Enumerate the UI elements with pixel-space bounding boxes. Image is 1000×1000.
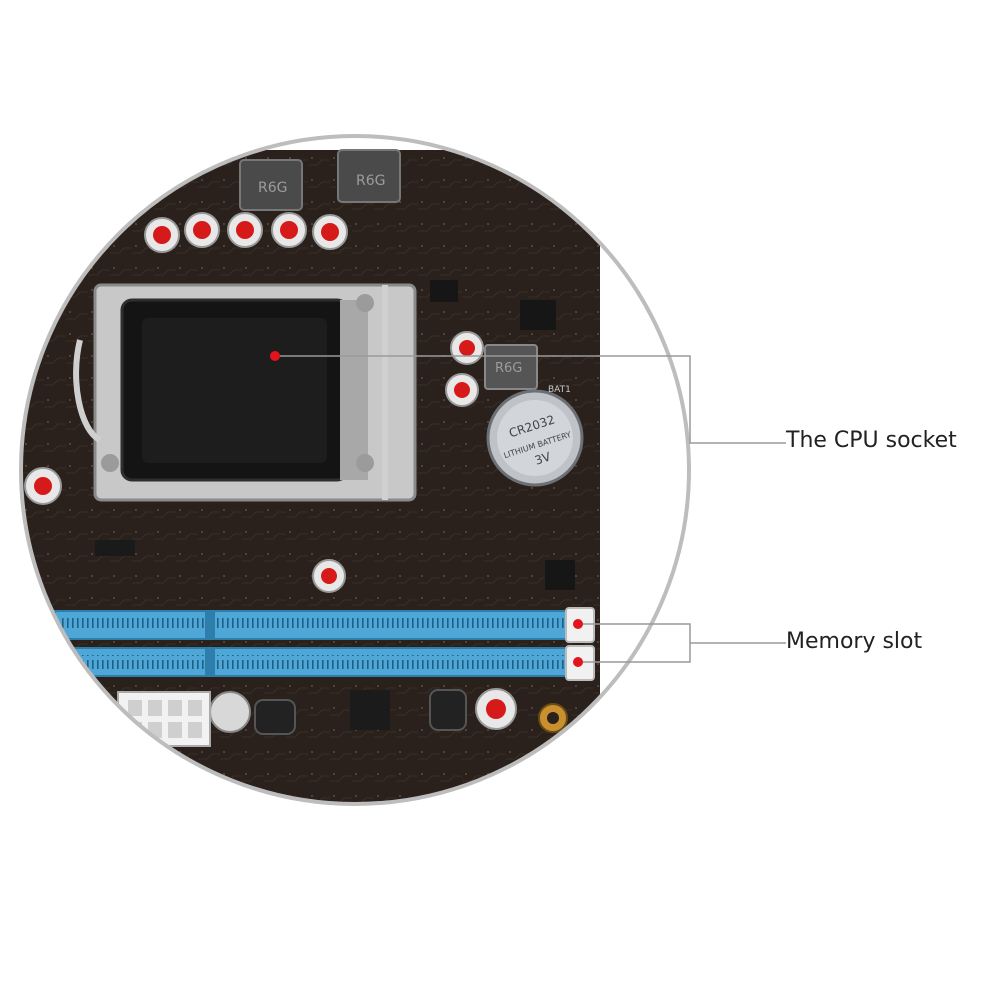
battery-header-label: BAT1	[548, 385, 571, 395]
battery-voltage-label: 3V	[533, 449, 553, 467]
choke-marking: R6G	[258, 180, 287, 196]
memory-marker-dot-1	[573, 619, 583, 629]
callout-leaders	[275, 355, 786, 663]
cpu-marker-dot	[270, 351, 280, 361]
memory-slot-label: Memory slot	[786, 629, 923, 654]
memory-marker-dot-2	[573, 657, 583, 667]
cpu-socket	[73, 283, 417, 502]
surface-chips	[95, 280, 575, 735]
cpu-leader-line	[275, 355, 786, 444]
choke-marking: R6G	[495, 361, 522, 376]
cpu-socket-label: The CPU socket	[786, 428, 957, 453]
magnifier-ring	[19, 134, 691, 806]
power-chokes: R6G R6G R6G	[239, 149, 538, 390]
cmos-battery: CR2032 LITHIUM BATTERY 3V BAT1	[486, 385, 584, 487]
memory-leader-line	[578, 623, 786, 663]
callout-markers	[270, 351, 583, 667]
choke-marking: R6G	[356, 173, 385, 189]
